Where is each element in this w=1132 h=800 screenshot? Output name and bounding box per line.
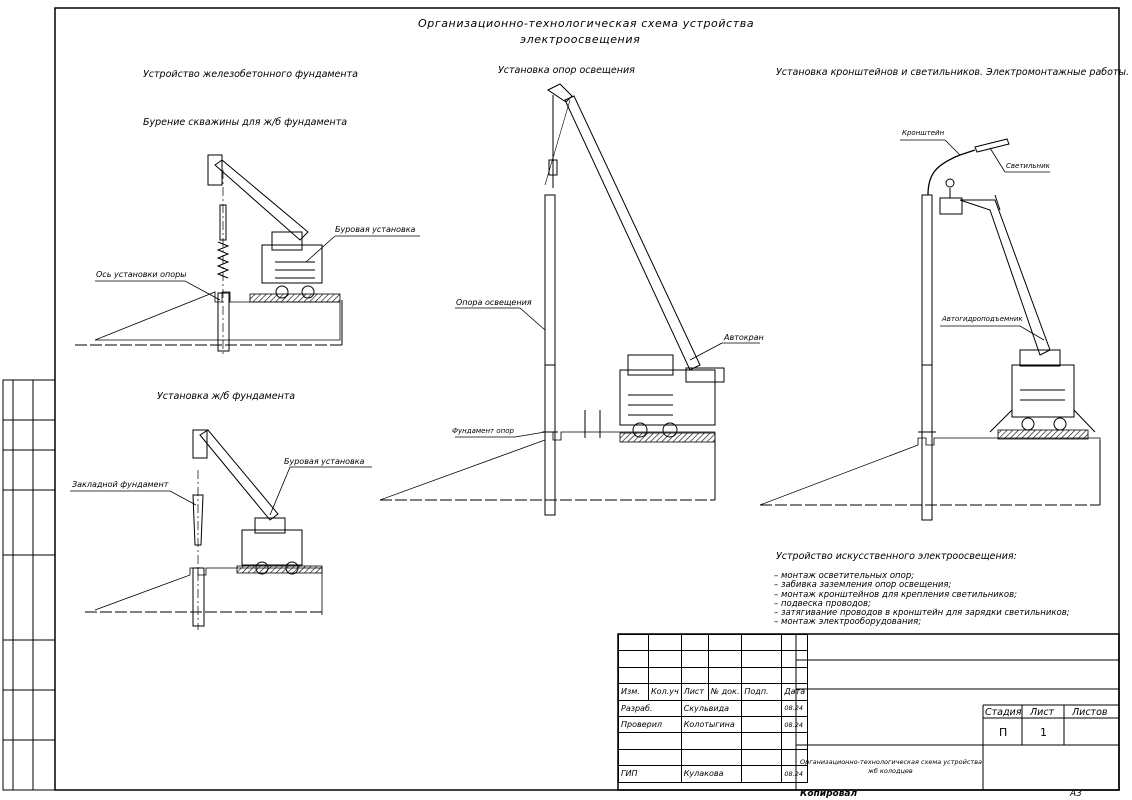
name-checker: Колотыгина (680, 715, 743, 734)
header-doc: № док. (707, 683, 743, 701)
role-gip: ГИП (618, 765, 682, 783)
header-change: Изм. (618, 683, 649, 701)
label-drill-rig-2: Буровая установка (284, 457, 365, 466)
section-brackets: Установка кронштейнов и светильников. Эл… (776, 67, 1129, 78)
label-bracket: Кронштейн (902, 129, 945, 137)
header-count: Кол.уч (648, 683, 682, 701)
pole-3 (544, 194, 556, 516)
label-lighting-pole: Опора освещения (456, 298, 532, 307)
scene-drilling (75, 154, 343, 355)
signature-table: Изм. Кол.уч Лист № док. Подп. Дата Разра… (618, 633, 809, 783)
pole-4 (921, 194, 933, 521)
sheets-header: Листов (1072, 707, 1108, 718)
label-truck-crane: Автокран (724, 333, 764, 342)
role-checker: Проверил (618, 715, 682, 734)
copy-label: Копировал (800, 789, 858, 799)
format-label: А3 (1070, 789, 1082, 799)
side-stamp (2, 379, 56, 791)
role-developer: Разраб. (618, 699, 682, 717)
sheet-header: Лист (1030, 707, 1055, 718)
notes-item: подвеска проводов; (774, 599, 1070, 609)
notes-item: затягивание проводов в кронштейн для зар… (774, 608, 1070, 618)
description-line2: жб колодцев (868, 767, 913, 775)
notes-item: монтаж осветительных опор; (774, 571, 1070, 581)
stage-value: П (999, 726, 1008, 739)
name-gip: Кулакова (680, 765, 743, 783)
scene-pole-install (379, 83, 725, 516)
notes-item: монтаж электрооборудования; (774, 618, 1070, 628)
section-foundation-install: Установка ж/б фундамента (157, 391, 296, 402)
label-pole-foundation: Фундамент опор (452, 427, 514, 435)
date-developer: 08.24 (781, 699, 809, 717)
header-signature: Подп. (741, 683, 783, 701)
notes-item: забивка заземления опор освещения; (774, 580, 1070, 590)
label-embedded-foundation: Закладной фундамент (72, 480, 169, 489)
sheet-title-line1: Организационно-технологическая схема уст… (418, 17, 755, 30)
date-checker: 08.24 (781, 715, 809, 734)
header-sheet: Лист (680, 683, 709, 701)
section-drilling: Бурение скважины для ж/б фундамента (143, 117, 348, 128)
sheet-value: 1 (1040, 726, 1047, 739)
label-drill-rig-1: Буровая установка (335, 225, 416, 234)
description-line1: Организационно-технологическая схема уст… (800, 758, 983, 766)
label-aerial-platform: Автогидроподъемник (942, 315, 1023, 323)
date-gip: 08.24 (781, 765, 809, 783)
notes-title: Устройство искусственного электроосвещен… (776, 551, 1017, 562)
section-poles: Установка опор освещения (498, 65, 635, 76)
section-foundation: Устройство железобетонного фундамента (143, 69, 358, 80)
label-luminaire: Светильник (1006, 162, 1050, 170)
name-developer: Скульвида (680, 699, 743, 717)
header-date: Дата (781, 683, 809, 701)
notes-item: монтаж кронштейнов для крепления светиль… (774, 590, 1070, 600)
scene-brackets (759, 138, 1101, 521)
notes-list: монтаж осветительных опор; забивка зазем… (774, 571, 1070, 628)
scene-foundation-install (85, 429, 323, 630)
label-pole-axis: Ось установки опоры (96, 270, 187, 279)
stage-header: Стадия (985, 707, 1022, 718)
sheet-title-line2: электроосвещения (520, 33, 641, 46)
leader-lines (70, 139, 1050, 516)
